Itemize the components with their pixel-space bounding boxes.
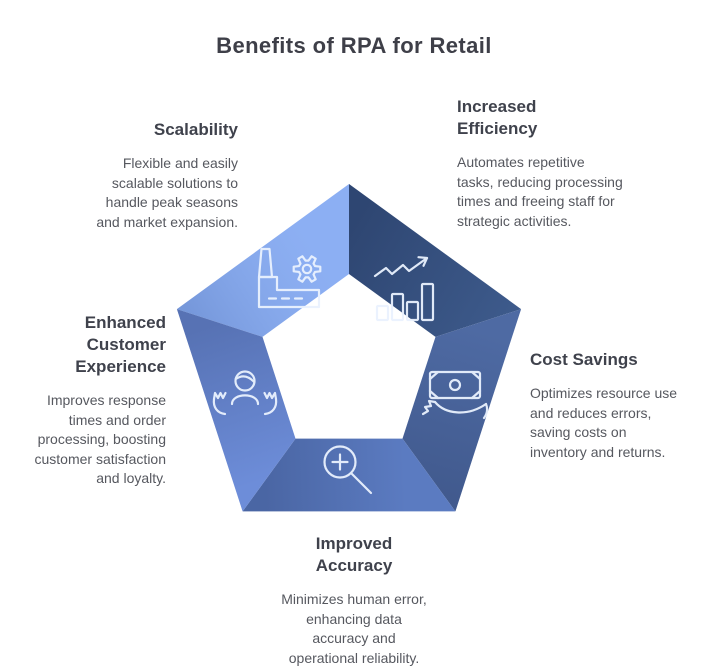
benefit-heading: Enhanced Customer Experience — [75, 313, 166, 376]
page-title: Benefits of RPA for Retail — [216, 33, 492, 58]
benefit-body: Minimizes human error, enhancing data ac… — [281, 591, 427, 666]
benefit-improved-accuracy: Improved Accuracy Minimizes human error,… — [271, 533, 437, 668]
benefit-body: Optimizes resource use and reduces error… — [530, 385, 678, 460]
benefit-body: Flexible and easily scalable solutions t… — [96, 155, 238, 230]
benefit-enhanced-customer-experience: Enhanced Customer Experience Improves re… — [18, 312, 167, 489]
benefit-body: Automates repetitive tasks, reducing pro… — [457, 154, 623, 229]
growth-chart-icon — [373, 256, 435, 322]
person-care-icon — [212, 370, 278, 416]
magnifier-plus-icon — [323, 445, 373, 495]
segment-cost-savings-shade — [402, 309, 522, 512]
benefit-heading: Increased Efficiency — [457, 97, 538, 138]
segment-customer-shade — [176, 309, 296, 512]
benefit-scalability: Scalability Flexible and easily scalable… — [88, 119, 238, 232]
benefit-body: Improves response times and order proces… — [34, 392, 167, 486]
benefit-cost-savings: Cost Savings Optimizes resource use and … — [530, 349, 682, 462]
benefit-increased-efficiency: Increased Efficiency Automates repetitiv… — [457, 96, 625, 231]
pentagon-segments — [176, 184, 522, 512]
factory-gear-icon — [257, 247, 322, 309]
benefit-heading: Improved Accuracy — [315, 534, 393, 575]
benefit-heading: Cost Savings — [530, 350, 638, 369]
segment-scalability-shade — [176, 184, 349, 337]
cash-in-hand-icon — [421, 370, 489, 420]
benefit-heading: Scalability — [153, 120, 238, 139]
